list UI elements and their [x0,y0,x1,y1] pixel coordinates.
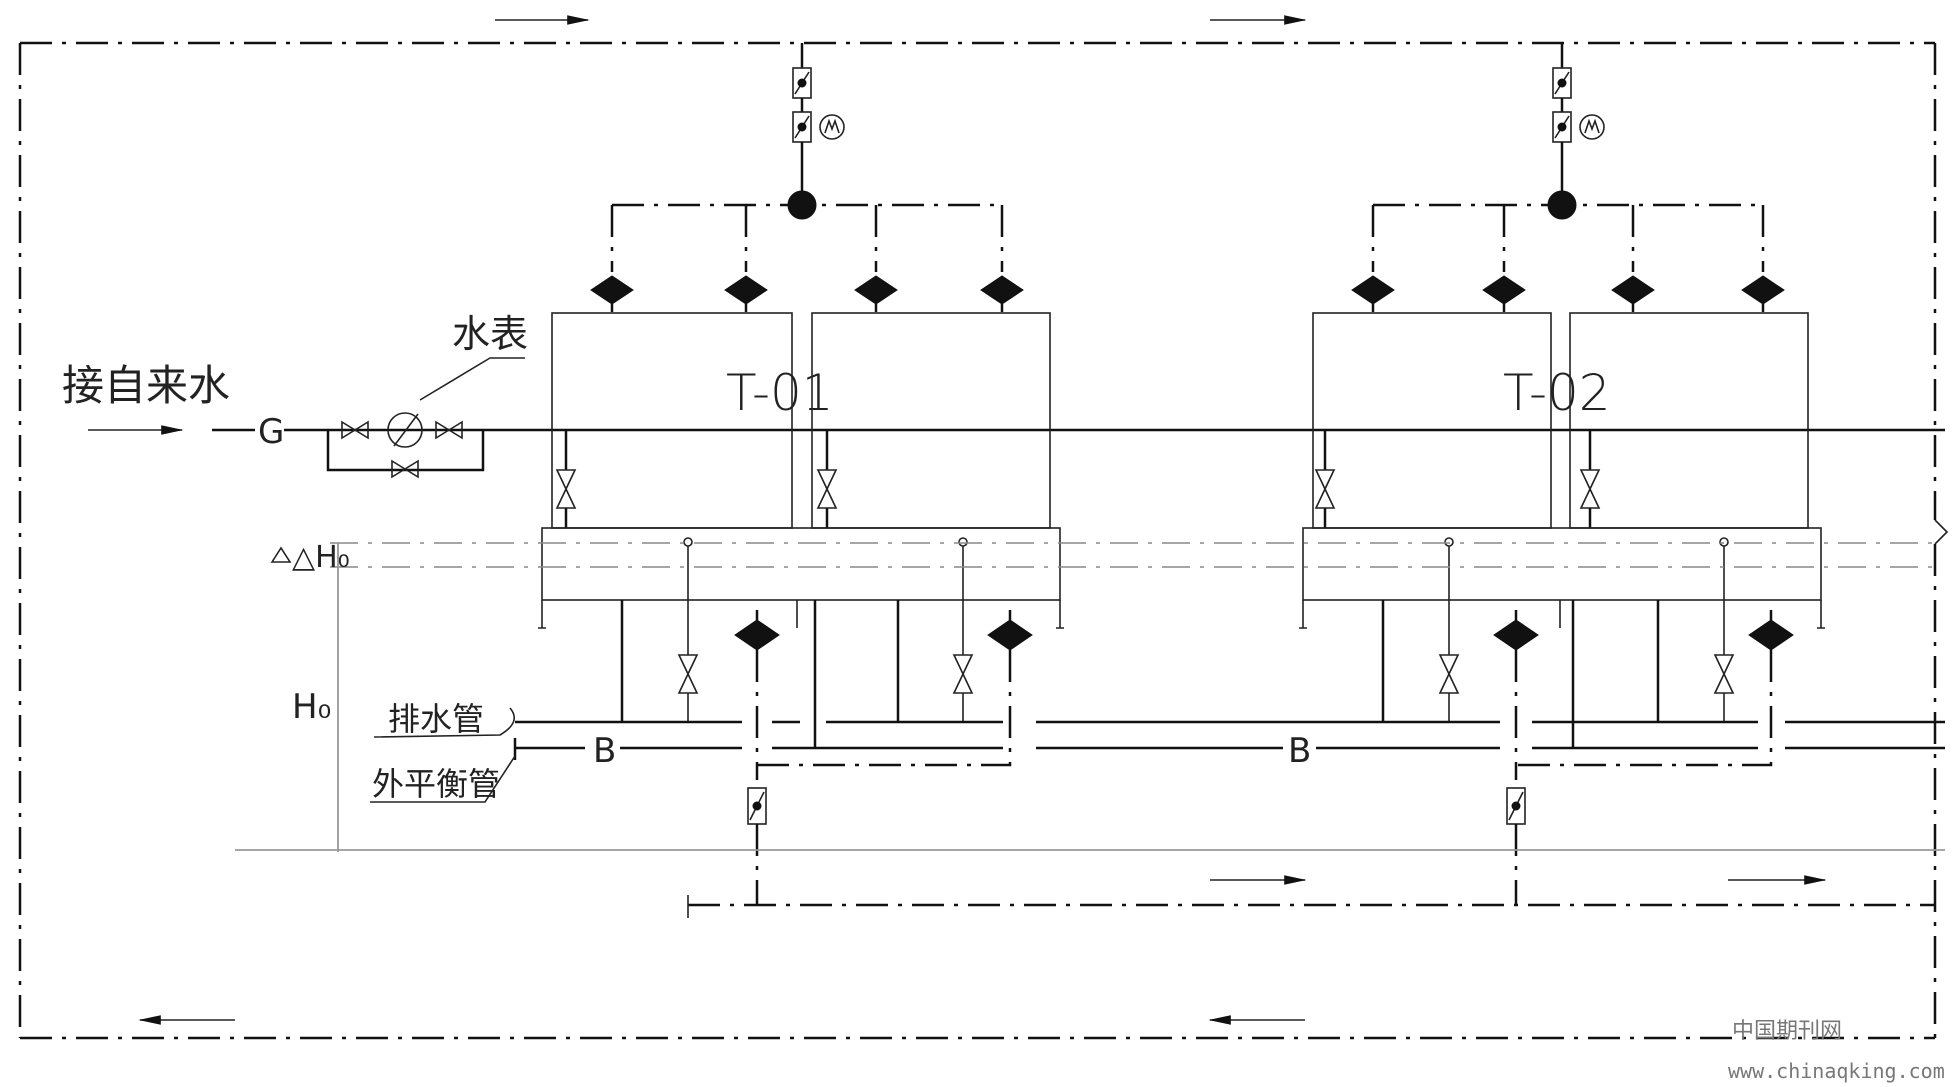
tower-1-label: T-01 [726,364,834,422]
tower-2-label: T-02 [1503,364,1611,422]
pipe-b1-label: B [593,731,616,771]
delta-h0-label: △H₀ [292,540,350,575]
motor-valve-icon [1579,114,1605,140]
watermark-cn: 中国期刊网 [1732,1019,1842,1044]
water-meter-label: 水表 [452,312,528,356]
spray-nozzle-icon [590,275,1024,312]
balance-pipe: B B [513,731,1945,771]
drain-pipe-label: 排水管 [388,700,484,738]
water-level-lines: △H₀ H₀ [235,540,1945,852]
pipe-b2-label: B [1288,731,1311,771]
pipe-callouts: 排水管 外平衡管 [370,700,516,803]
supply-line: G 水表 接自来水 [62,312,1945,479]
water-meter-icon [387,412,423,448]
watermark-url: www.chinaqking.com [1728,1059,1945,1083]
spray-nozzle-icon [1351,275,1785,312]
flow-arrows [88,15,1827,1025]
pipe-g-label: G [258,412,284,452]
h0-label: H₀ [292,687,331,727]
motor-valve-icon [819,114,845,140]
balance-pipe-label: 外平衡管 [372,765,500,803]
outer-loop [18,41,1949,1040]
water-supply-label: 接自来水 [62,361,230,410]
tower-group-2: T-02 [1299,43,1825,905]
tower-group-1: T-01 [538,43,1064,905]
